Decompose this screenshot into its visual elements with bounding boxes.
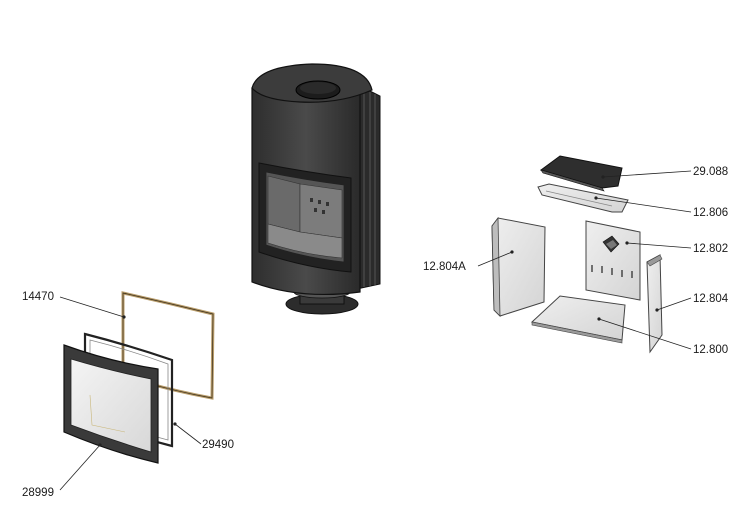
callout-14470: 14470	[22, 291, 54, 303]
callout-12806: 12.806	[693, 207, 728, 219]
part-12800-bottom-plate	[530, 295, 626, 344]
callout-29088: 29.088	[693, 166, 728, 178]
leader-lines	[59, 170, 692, 491]
part-12806-baffle	[537, 183, 629, 213]
callout-28999: 28999	[22, 487, 54, 499]
part-29088-top-plate	[539, 155, 623, 192]
callout-12804A: 12.804A	[423, 261, 466, 273]
callout-12802: 12.802	[693, 243, 728, 255]
part-12804A-left-plate	[491, 216, 546, 317]
callout-29490: 29490	[202, 439, 234, 451]
callout-12800: 12.800	[693, 344, 728, 356]
part-12802-back-plate	[585, 220, 641, 301]
stove-assembly	[251, 63, 381, 315]
part-12804-right-plate	[646, 254, 663, 354]
callout-labels: 29.088 12.806 12.802 12.804A 12.804 12.8…	[22, 166, 729, 499]
callout-12804: 12.804	[693, 293, 729, 305]
part-28999-door	[63, 344, 159, 464]
